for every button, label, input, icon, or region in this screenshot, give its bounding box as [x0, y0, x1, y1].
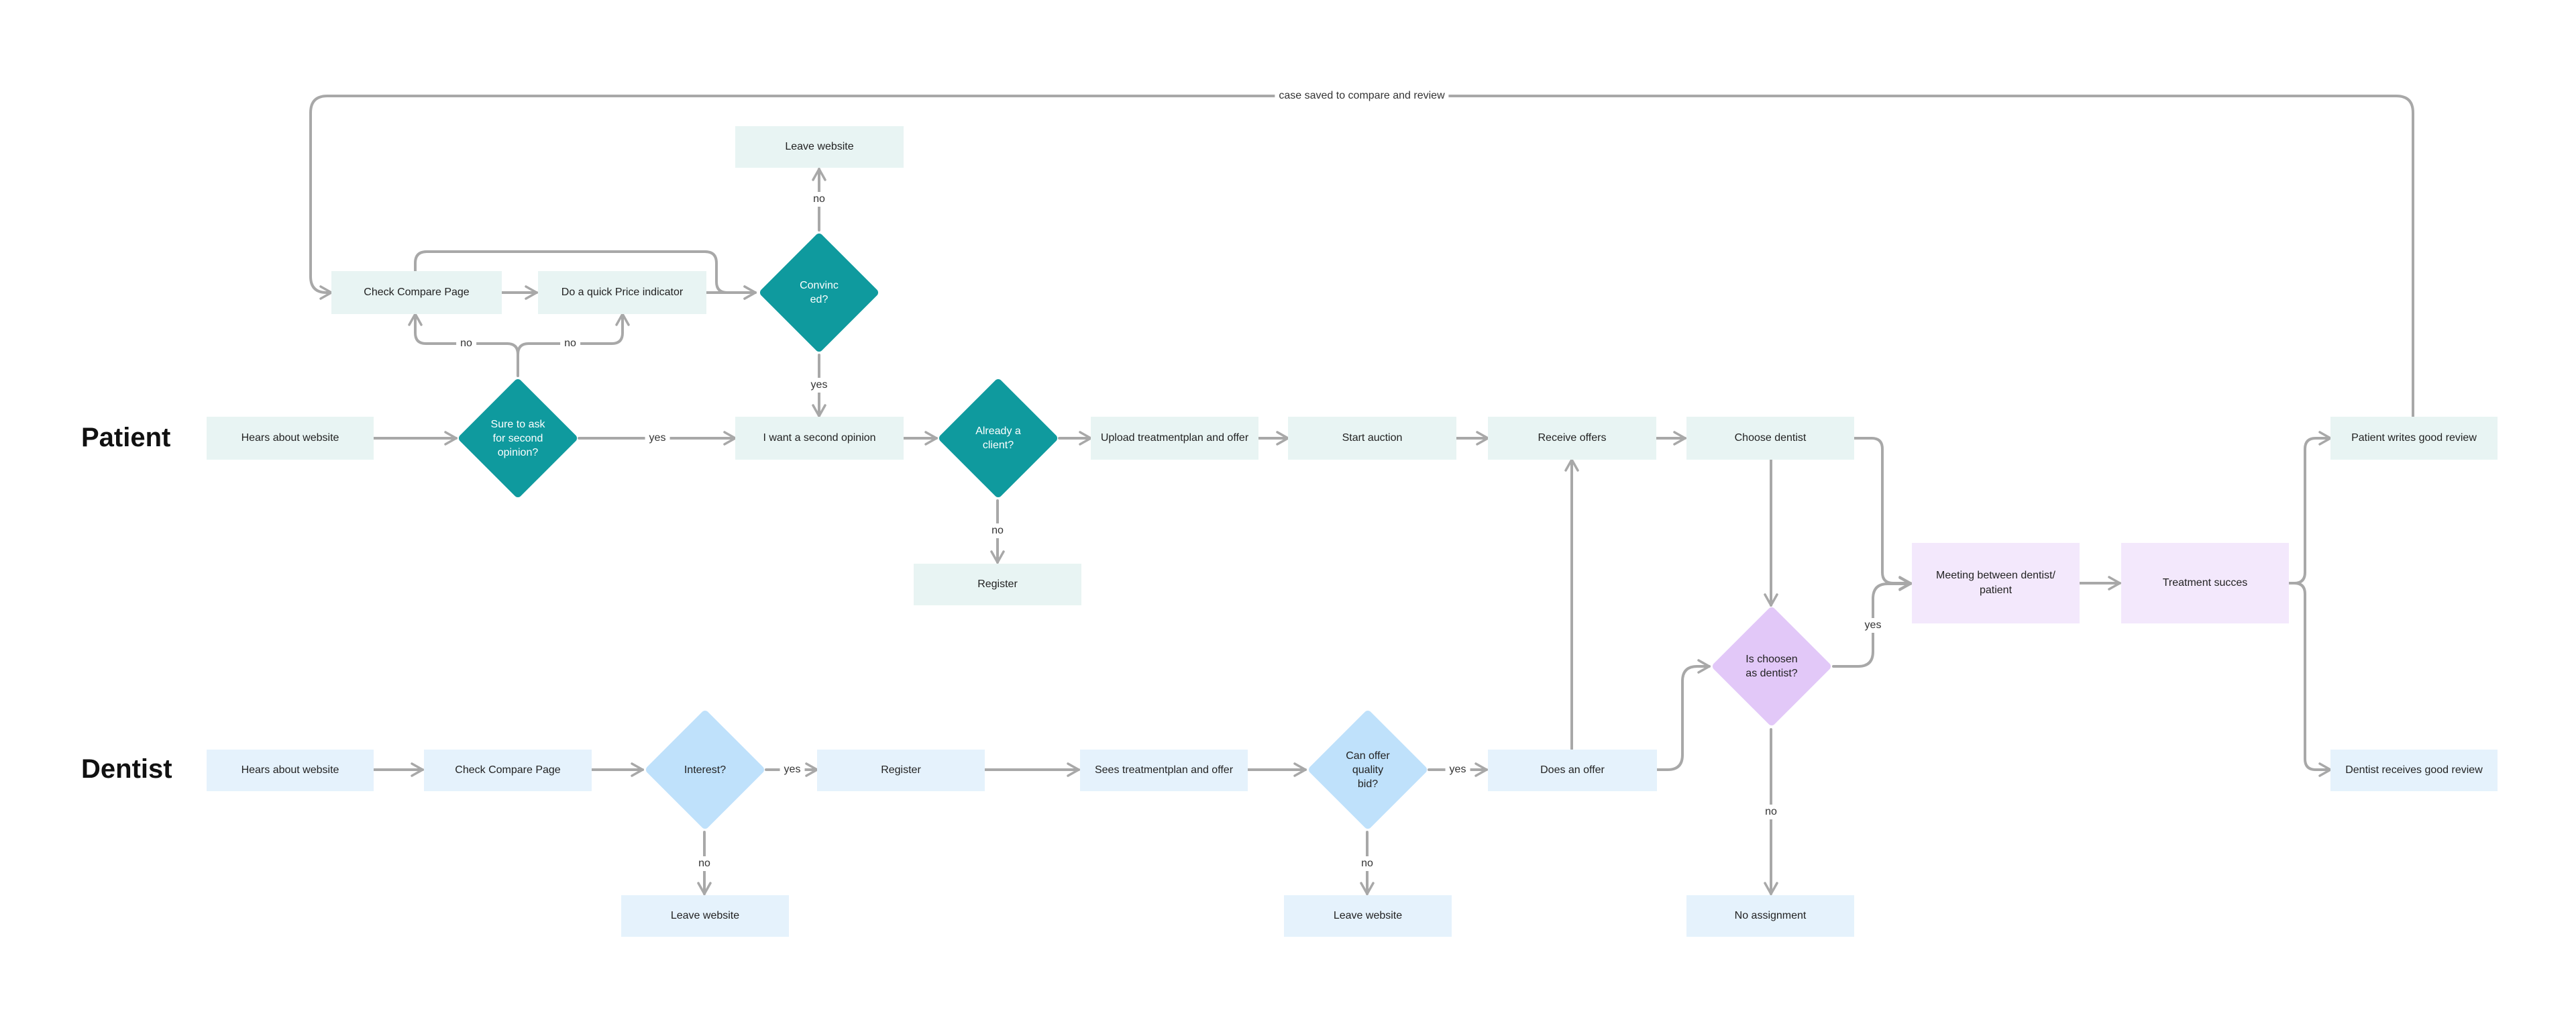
edge-success-dreview: [2288, 582, 2332, 777]
node-dentist-leave-website-1: Leave website: [621, 895, 789, 937]
decision-interest: Interest?: [643, 707, 767, 832]
node-patient-register: Register: [914, 564, 1081, 605]
node-dentist-receives-review: Dentist receives good review: [2330, 750, 2498, 791]
node-start-auction: Start auction: [1288, 417, 1456, 460]
edge-choose-meeting: [1853, 437, 1912, 591]
label-sure-no-left: no: [456, 336, 476, 351]
node-dentist-leave-website-2: Leave website: [1284, 895, 1452, 937]
node-choose-dentist: Choose dentist: [1686, 417, 1854, 460]
label-chosen-yes: yes: [1860, 618, 1886, 633]
node-patient-leave-website: Leave website: [735, 126, 904, 168]
decision-convinced: Convinc ed?: [757, 230, 881, 355]
edge-top-loop: [309, 95, 2414, 419]
label-chosen-no: no: [1761, 805, 1781, 819]
edge-compare-convinced: [414, 250, 757, 300]
node-patient-hears: Hears about website: [207, 417, 374, 460]
node-no-assignment: No assignment: [1686, 895, 1854, 937]
node-want-second-opinion: I want a second opinion: [735, 417, 904, 460]
decision-sure-second-opinion: Sure to ask for second opinion?: [456, 376, 580, 501]
decision-quality-bid: Can offer quality bid?: [1305, 707, 1430, 832]
lane-title-patient: Patient: [81, 423, 171, 452]
lane-title-dentist: Dentist: [81, 754, 172, 784]
decision-already-client: Already a client?: [936, 376, 1060, 501]
node-check-compare-page: Check Compare Page: [331, 271, 502, 314]
node-quick-price-indicator: Do a quick Price indicator: [538, 271, 706, 314]
node-treatment-success: Treatment succes: [2121, 543, 2289, 623]
edge-success-preview: [2288, 431, 2332, 584]
label-interest-yes: yes: [780, 762, 805, 777]
label-quality-yes: yes: [1445, 762, 1470, 777]
label-sure-no-right: no: [560, 336, 580, 351]
node-does-an-offer: Does an offer: [1488, 750, 1657, 791]
decision-chosen-as-dentist: Is choosen as dentist?: [1709, 604, 1834, 729]
node-sees-treatmentplan: Sees treatmentplan and offer: [1080, 750, 1248, 791]
node-patient-writes-review: Patient writes good review: [2330, 417, 2498, 460]
label-interest-no: no: [694, 856, 714, 871]
label-convinced-no: no: [809, 192, 829, 207]
label-quality-no: no: [1357, 856, 1377, 871]
label-convinced-yes: yes: [806, 378, 832, 393]
label-case-saved: case saved to compare and review: [1275, 89, 1449, 103]
node-dentist-hears: Hears about website: [207, 750, 374, 791]
label-client-no: no: [987, 523, 1008, 538]
node-meeting-dentist-patient: Meeting between dentist/ patient: [1912, 543, 2080, 623]
node-upload-treatmentplan: Upload treatmentplan and offer: [1091, 417, 1258, 460]
edge-offer-chosen: [1656, 659, 1711, 771]
label-sure-yes: yes: [645, 431, 670, 446]
node-dentist-register: Register: [817, 750, 985, 791]
node-dentist-check-compare: Check Compare Page: [424, 750, 592, 791]
node-receive-offers: Receive offers: [1488, 417, 1656, 460]
